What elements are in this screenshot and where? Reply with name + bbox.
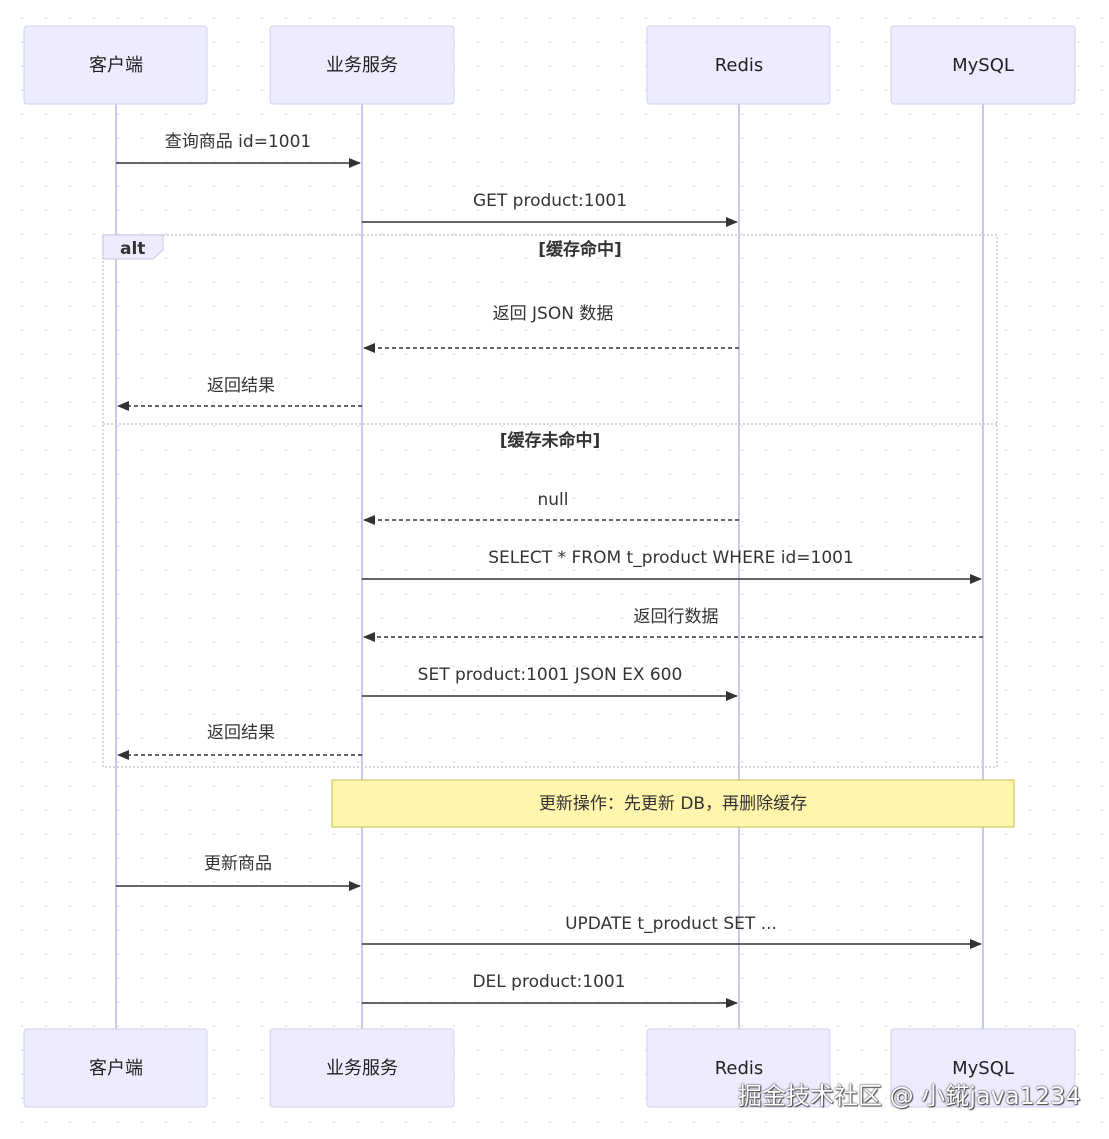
message-m4: 返回结果 xyxy=(117,376,362,411)
message-label: 返回结果 xyxy=(207,723,275,743)
actor-label: 业务服务 xyxy=(326,1058,398,1079)
message-m1: 查询商品 id=1001 xyxy=(116,132,361,168)
message-m8: SET product:1001 JSON EX 600 xyxy=(362,665,738,701)
message-label: 返回行数据 xyxy=(634,607,719,627)
message-label: 返回结果 xyxy=(207,376,275,396)
message-label: GET product:1001 xyxy=(473,191,627,211)
message-m9: 返回结果 xyxy=(117,723,362,760)
actor-label: Redis xyxy=(715,55,764,76)
actor-redis-bottom: Redis xyxy=(646,1028,831,1108)
message-label: 查询商品 id=1001 xyxy=(165,132,311,152)
alt-frame-label: alt xyxy=(120,239,145,259)
message-label: 返回 JSON 数据 xyxy=(493,304,614,324)
note-box xyxy=(331,779,1015,828)
message-label: null xyxy=(538,490,569,510)
actor-mysql-top: MySQL xyxy=(890,25,1076,105)
actor-label: MySQL xyxy=(952,55,1014,76)
message-m6: SELECT * FROM t_product WHERE id=1001 xyxy=(362,548,982,584)
message-label: UPDATE t_product SET ... xyxy=(565,914,777,934)
message-m5: null xyxy=(363,490,739,525)
actor-label: MySQL xyxy=(952,1058,1014,1079)
note: 更新操作：先更新 DB，再删除缓存 xyxy=(331,779,1015,828)
message-label: DEL product:1001 xyxy=(472,972,625,992)
alt-condition-hit: [缓存命中] xyxy=(538,239,622,260)
message-label: 更新商品 xyxy=(204,854,272,874)
actor-service-top: 业务服务 xyxy=(269,25,455,105)
message-m3: 返回 JSON 数据 xyxy=(363,304,739,353)
actor-label: Redis xyxy=(715,1058,764,1079)
actor-redis-top: Redis xyxy=(646,25,831,105)
message-m10: 更新商品 xyxy=(116,854,361,891)
actor-mysql-bottom: MySQL xyxy=(890,1028,1076,1108)
actor-label: 客户端 xyxy=(89,55,143,76)
note-text: 更新操作：先更新 DB，再删除缓存 xyxy=(539,794,807,814)
alt-frame: alt [缓存命中] [缓存未命中] xyxy=(102,234,998,768)
alt-condition-miss: [缓存未命中] xyxy=(500,430,601,451)
actor-client-bottom: 客户端 xyxy=(23,1028,208,1108)
actor-label: 业务服务 xyxy=(326,55,398,76)
message-label: SELECT * FROM t_product WHERE id=1001 xyxy=(488,548,854,568)
message-m12: DEL product:1001 xyxy=(362,972,738,1008)
actor-label: 客户端 xyxy=(89,1058,143,1079)
message-m7: 返回行数据 xyxy=(363,607,983,642)
message-m11: UPDATE t_product SET ... xyxy=(362,914,982,949)
actor-client-top: 客户端 xyxy=(23,25,208,105)
watermark: 掘金技术社区 @ 小錵java1234 xyxy=(738,1082,1081,1110)
message-label: SET product:1001 JSON EX 600 xyxy=(418,665,683,685)
alt-frame-tab xyxy=(102,234,164,260)
actor-service-bottom: 业务服务 xyxy=(269,1028,455,1108)
message-m2: GET product:1001 xyxy=(362,191,738,227)
